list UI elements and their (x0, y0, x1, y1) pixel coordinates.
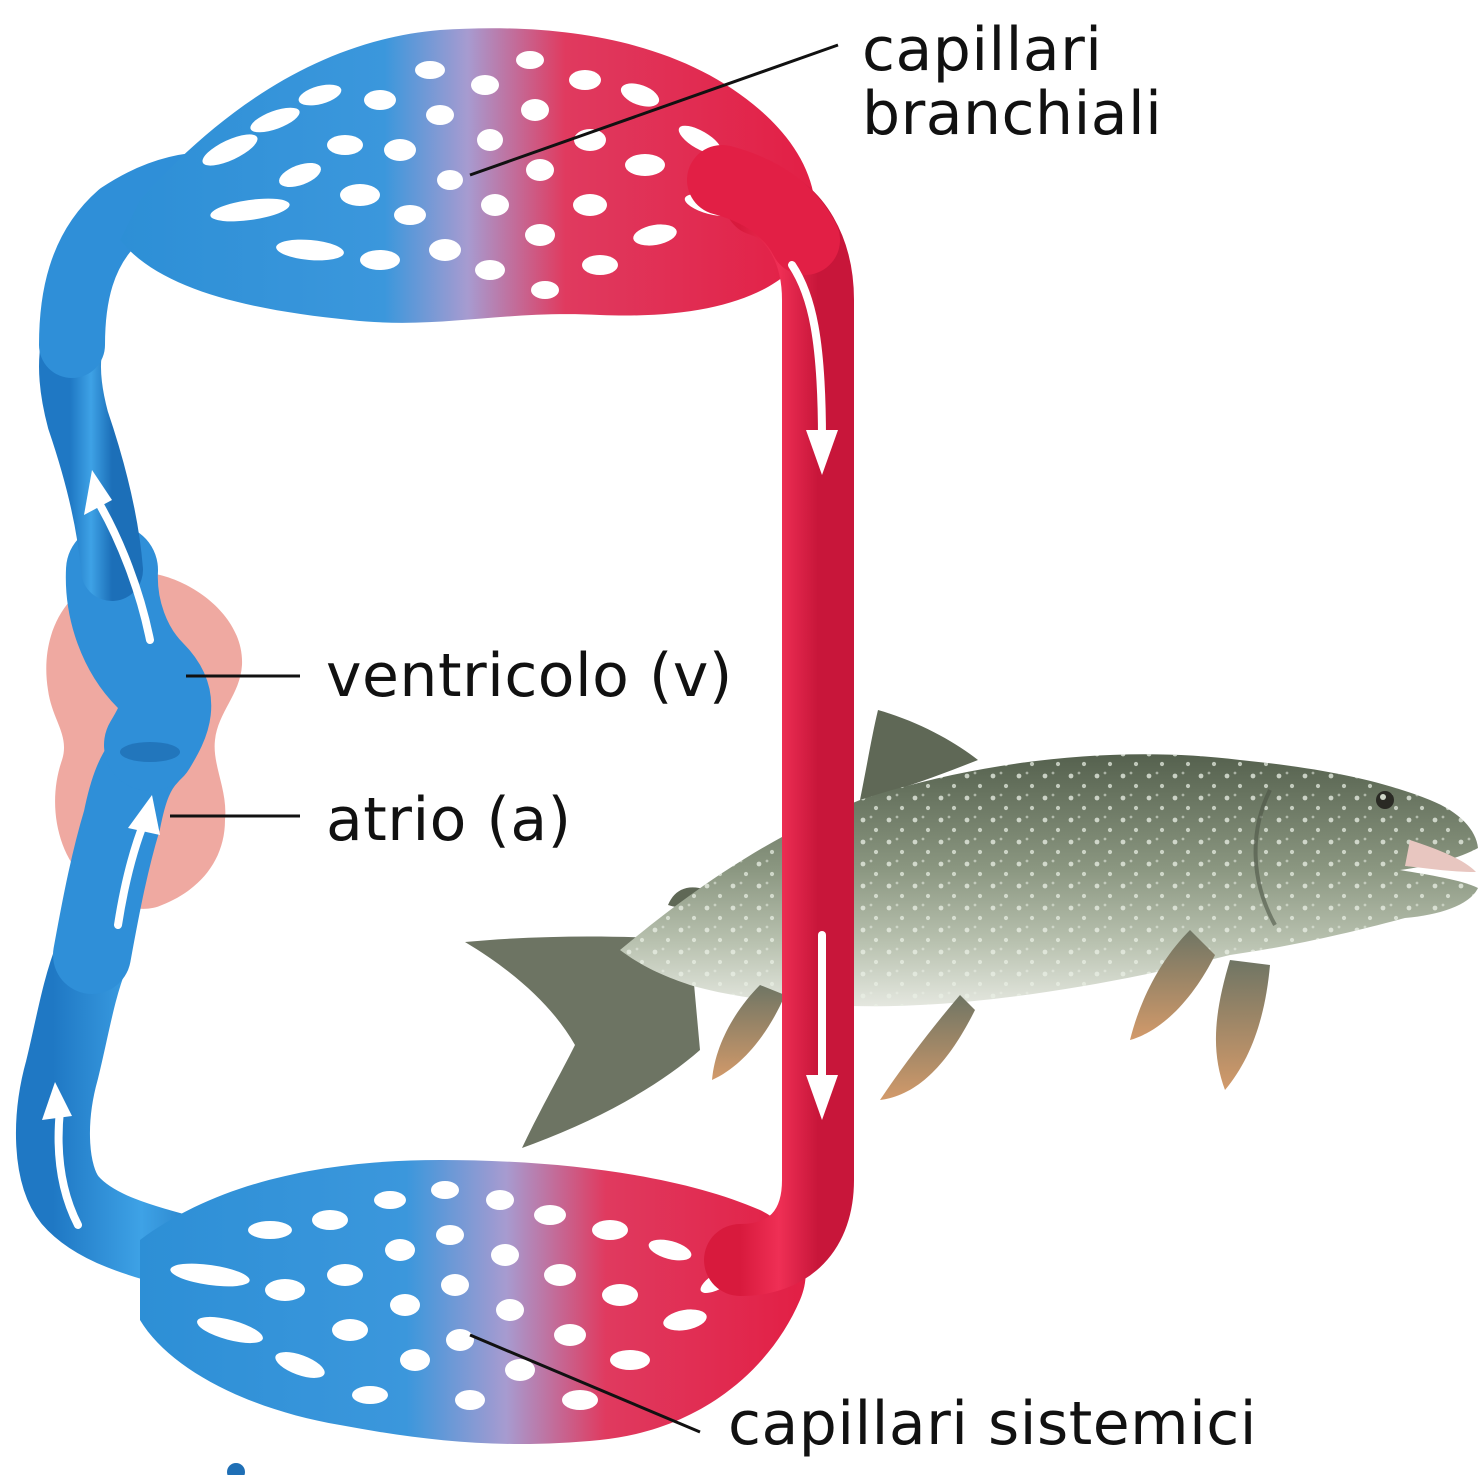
fish-illustration (465, 710, 1478, 1148)
label-gill-capillaries-line1: capillari (862, 18, 1162, 82)
fish-spots (620, 754, 1478, 1006)
label-ventricle: ventricolo (v) (326, 644, 733, 708)
ventral-aorta (70, 345, 112, 570)
fish-pelvic-fin (880, 995, 975, 1100)
fish-ventral-fin (1216, 960, 1270, 1090)
efferent-artery (740, 200, 818, 1260)
fish-anal-fin (712, 985, 785, 1080)
stray-mark (227, 1463, 245, 1475)
label-gill-capillaries: capillari branchiali (862, 18, 1162, 146)
label-gill-capillaries-line2: branchiali (862, 82, 1162, 146)
label-systemic-capillaries: capillari sistemici (728, 1392, 1257, 1456)
heart-valve (120, 742, 180, 762)
oxygenated-vessel (722, 180, 818, 1260)
label-atrium: atrio (a) (326, 788, 572, 852)
systemic-capillary-bed (140, 1160, 806, 1444)
fish-eye (1376, 791, 1394, 809)
